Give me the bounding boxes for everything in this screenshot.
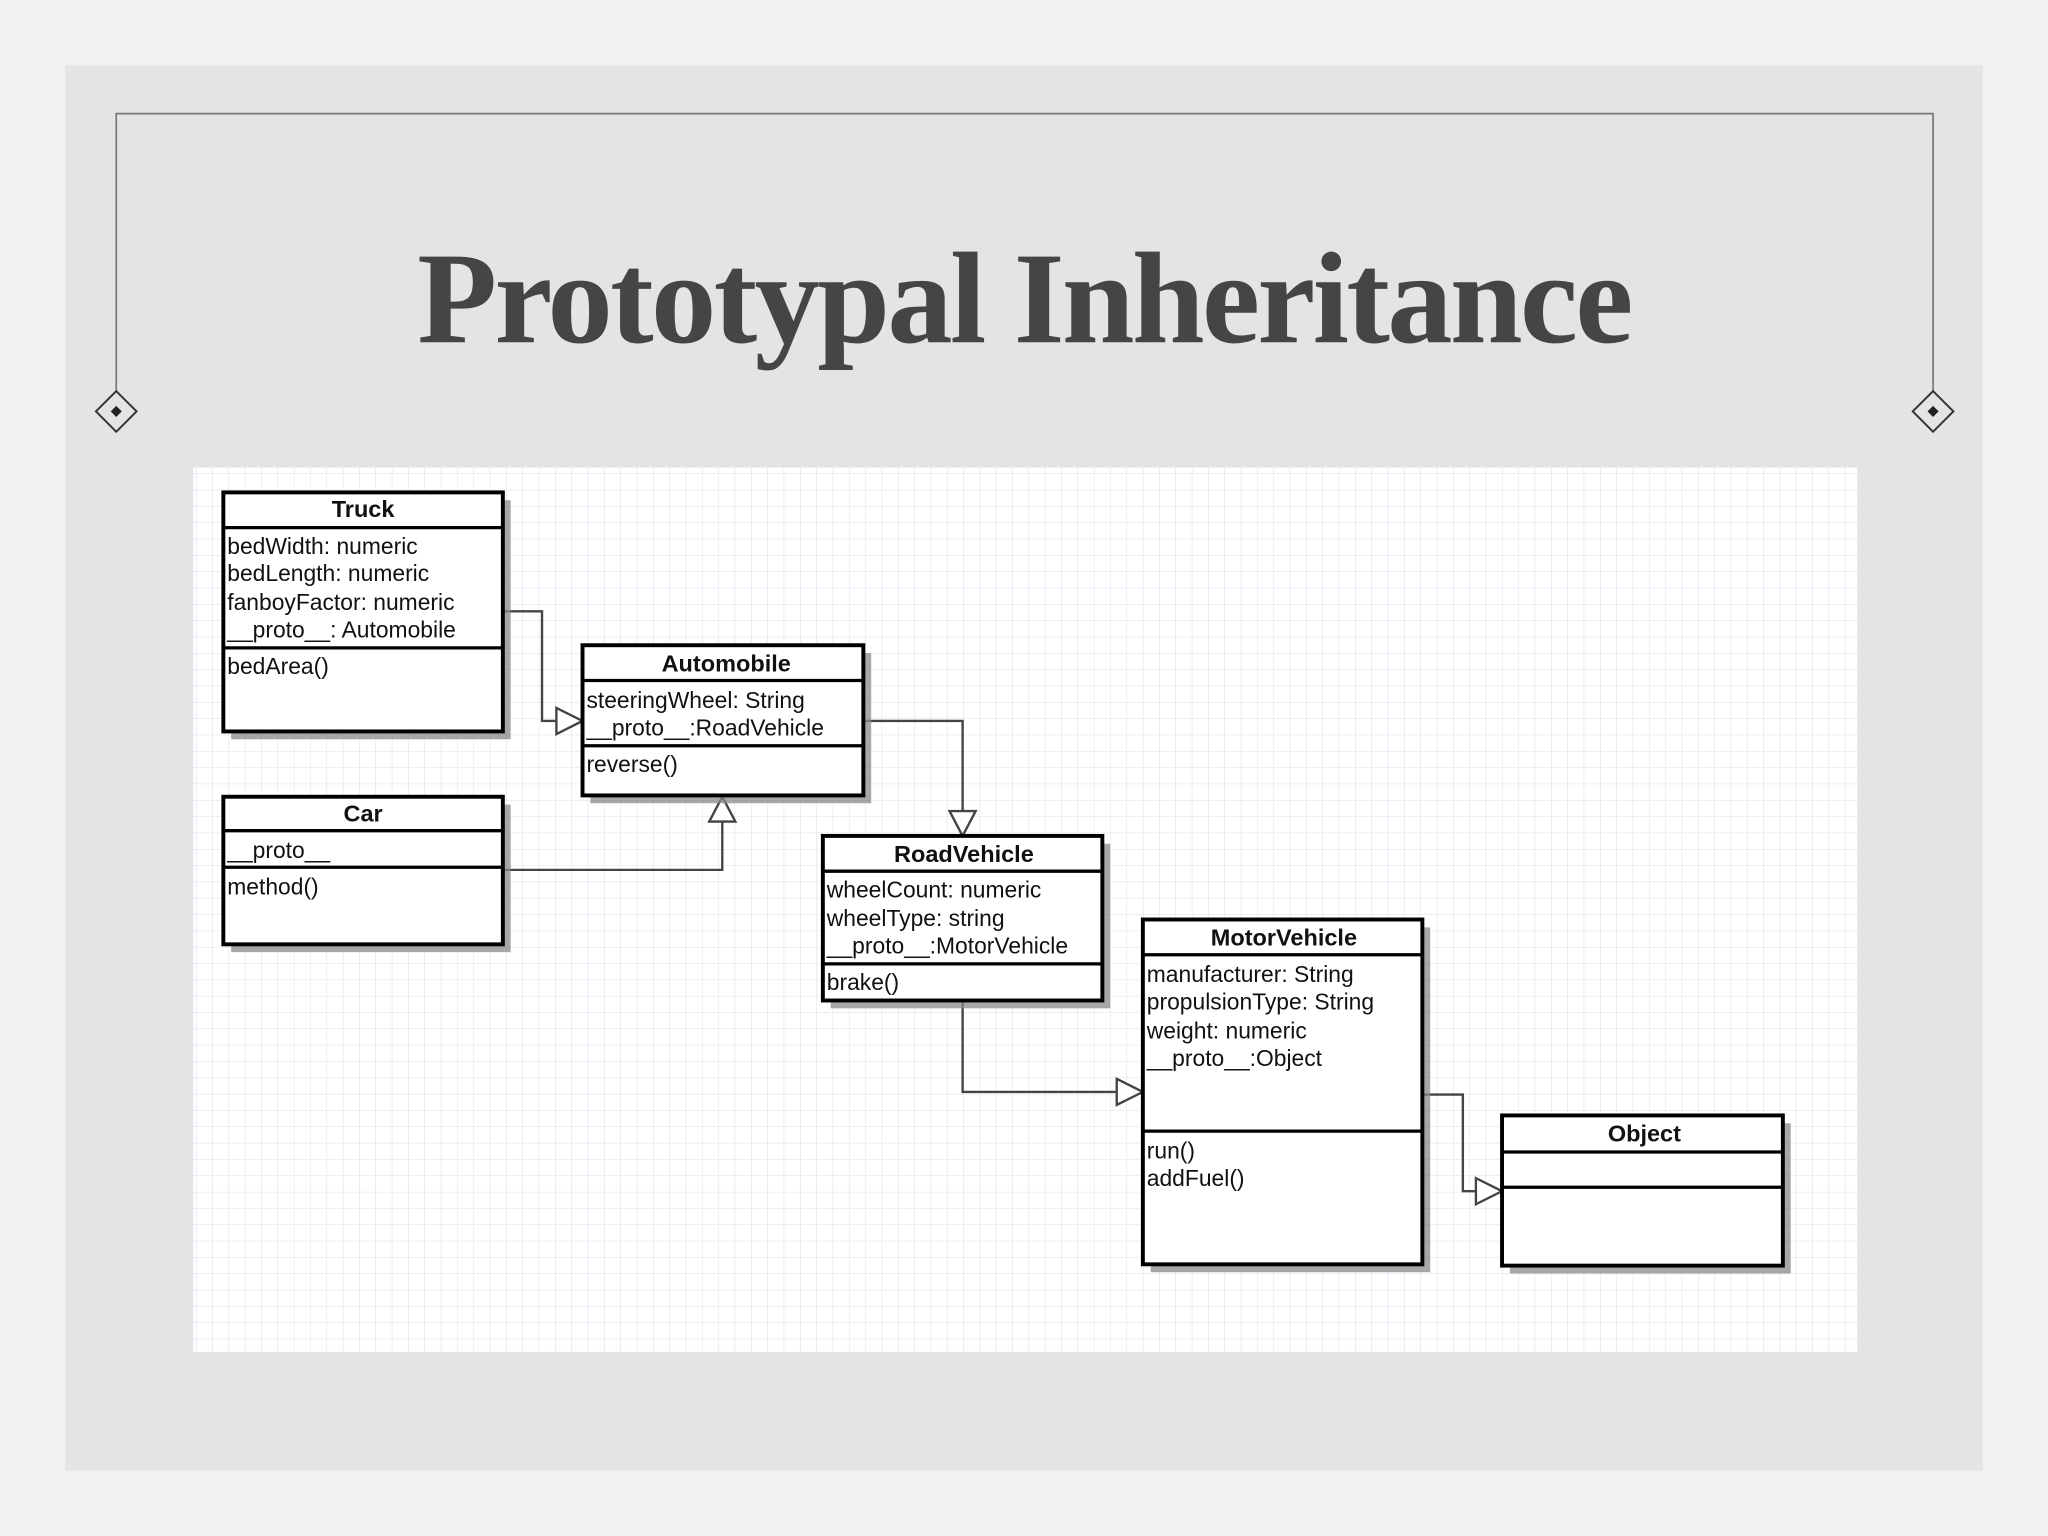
class-method: bedArea() — [227, 653, 329, 679]
diamond-ornament-right — [1911, 389, 1955, 434]
class-attribute: wheelType: string — [826, 905, 1005, 931]
slide-title: Prototypal Inheritance — [417, 227, 1630, 371]
class-name: MotorVehicle — [1211, 925, 1357, 951]
class-automobile[interactable]: Automobile steeringWheel: String __proto… — [580, 643, 872, 804]
class-method: addFuel() — [1147, 1165, 1245, 1191]
title-frame — [115, 112, 1934, 412]
class-name: RoadVehicle — [894, 841, 1034, 867]
class-method: brake() — [827, 969, 899, 995]
class-attribute: wheelCount: numeric — [826, 876, 1042, 902]
class-object[interactable]: Object — [1500, 1113, 1791, 1274]
class-attribute: weight: numeric — [1146, 1017, 1307, 1043]
class-attribute: fanboyFactor: numeric — [227, 589, 454, 615]
inheritance-arrow-icon — [707, 794, 738, 823]
connector-truck-automobile — [502, 610, 586, 736]
inheritance-arrow-icon — [1115, 1076, 1146, 1107]
class-method: reverse() — [586, 751, 677, 777]
class-method: run() — [1147, 1138, 1195, 1164]
class-attribute: steeringWheel: String — [586, 687, 804, 713]
class-name: Truck — [332, 496, 396, 522]
class-truck[interactable]: Truck bedWidth: numeric bedLength: numer… — [221, 490, 511, 740]
diamond-ornament-left — [94, 389, 138, 434]
connector-motorvehicle-object — [1422, 1093, 1505, 1207]
class-attribute: bedLength: numeric — [227, 560, 429, 586]
class-attribute: __proto__: Automobile — [226, 616, 456, 642]
connector-roadvehicle-motorvehicle — [961, 1000, 1146, 1107]
class-method: method() — [227, 874, 318, 900]
class-name: Automobile — [662, 650, 791, 676]
inheritance-arrow-icon — [947, 809, 978, 839]
class-attribute: propulsionType: String — [1147, 989, 1374, 1015]
class-roadvehicle[interactable]: RoadVehicle wheelCount: numeric wheelTyp… — [820, 833, 1111, 1009]
inheritance-arrow-icon — [1474, 1176, 1505, 1207]
class-attribute: bedWidth: numeric — [227, 533, 417, 559]
connector-car-automobile — [502, 794, 738, 872]
class-attribute: __proto__:Object — [1146, 1045, 1323, 1071]
class-motorvehicle[interactable]: MotorVehicle manufacturer: String propul… — [1140, 917, 1431, 1273]
connector-automobile-roadvehicle — [863, 719, 978, 839]
class-attribute: __proto__:MotorVehicle — [826, 932, 1068, 958]
class-car[interactable]: Car __proto__ method() — [221, 794, 511, 953]
class-attribute: manufacturer: String — [1147, 961, 1354, 987]
class-attribute: __proto__:RoadVehicle — [585, 714, 824, 740]
class-name: Object — [1608, 1121, 1681, 1147]
class-name: Car — [344, 801, 383, 827]
class-attribute: __proto__ — [226, 837, 330, 863]
inheritance-arrow-icon — [555, 706, 586, 736]
